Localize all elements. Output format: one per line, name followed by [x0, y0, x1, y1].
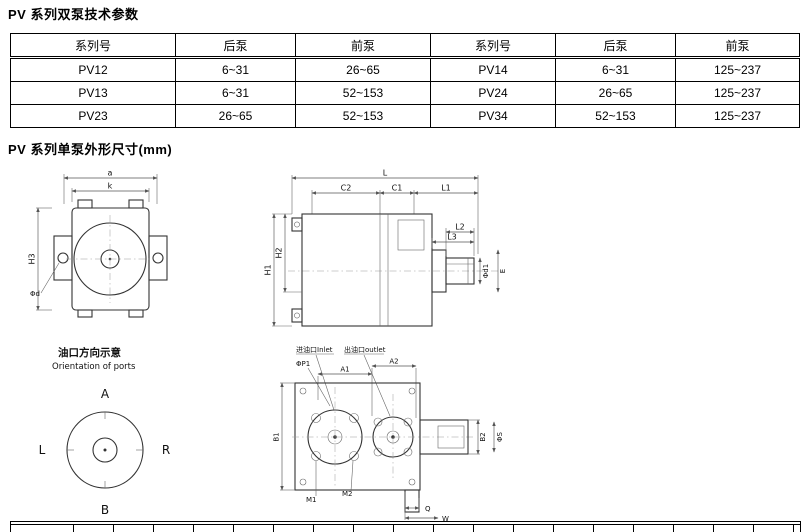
side-view-drawing: L C2 C1 L1 H1 H2 L2 L3 Φd1 E — [264, 169, 507, 327]
table-header-cell: 后泵 — [555, 33, 676, 59]
dim-label-m1: M1 — [306, 496, 317, 504]
table-cell: PV12 — [10, 57, 176, 82]
dim-label-c1: C1 — [392, 184, 403, 193]
table-cell: 52~153 — [555, 104, 676, 128]
table-cell: 6~31 — [175, 57, 296, 82]
dim-label-b2: B2 — [479, 432, 487, 441]
dim-label-q: Q — [425, 505, 431, 513]
port-orientation-drawing: 油口方向示意 Orientation of ports A B L R — [39, 346, 171, 517]
dim-label-a1: A1 — [340, 366, 349, 374]
dim-label-m2: M2 — [342, 490, 353, 498]
double-pump-table-head-row: 系列号后泵前泵系列号后泵前泵 — [10, 33, 800, 59]
dim-label-c2: C2 — [341, 184, 352, 193]
dim-label-L: L — [383, 169, 388, 178]
port-label-left: L — [39, 443, 46, 457]
table-cell: 52~153 — [295, 104, 431, 128]
section-title-single-pump: PV 系列单泵外形尺寸(mm) — [8, 142, 173, 157]
dim-label-e: E — [499, 269, 507, 273]
ports-title-cn: 油口方向示意 — [58, 346, 121, 359]
inlet-label: 进油口Inlet — [296, 345, 333, 354]
table-header-cell: 前泵 — [675, 33, 800, 59]
table-header-cell: 后泵 — [175, 33, 296, 59]
table-header-cell: 前泵 — [295, 33, 431, 59]
dim-label-a: a — [108, 169, 113, 178]
dim-label-b1: B1 — [273, 432, 281, 441]
table-cell: 26~65 — [295, 57, 431, 82]
shaft — [445, 257, 475, 285]
port-face-drawing: 进油口Inlet 出油口outlet ΦP1 A1 A2 B1 B2 ΦS M1 — [273, 345, 505, 523]
table-cell: 125~237 — [675, 104, 800, 128]
table-cell: PV34 — [430, 104, 556, 128]
dim-label-h2: H2 — [275, 247, 284, 258]
table-cell: 125~237 — [675, 81, 800, 105]
table-cell: 26~65 — [175, 104, 296, 128]
section-title-double-pump: PV 系列双泵技术参数 — [8, 7, 139, 22]
pump-front-bore — [73, 222, 147, 296]
ports-title-en: Orientation of ports — [52, 362, 136, 372]
pump-side-body — [301, 213, 433, 327]
port-label-top: A — [101, 387, 110, 401]
table-cell: PV14 — [430, 57, 556, 82]
partial-table-top — [10, 521, 801, 532]
dim-label-a2: A2 — [389, 358, 398, 366]
dim-label-l3: L3 — [447, 233, 457, 242]
table-header-cell: 系列号 — [430, 33, 556, 59]
port-face-body — [294, 382, 421, 491]
table-cell: PV24 — [430, 81, 556, 105]
table-cell: 52~153 — [295, 81, 431, 105]
port-label-right: R — [162, 443, 170, 457]
partial-table-rule — [11, 524, 800, 525]
dim-label-p1: ΦP1 — [296, 360, 310, 368]
table-cell: PV13 — [10, 81, 176, 105]
table-cell: PV23 — [10, 104, 176, 128]
table-cell: 26~65 — [555, 81, 676, 105]
dim-label-h3: H3 — [28, 253, 37, 264]
table-cell: 6~31 — [555, 57, 676, 82]
dim-label-l1: L1 — [441, 184, 451, 193]
dim-label-h1: H1 — [264, 264, 273, 275]
dim-label-s: ΦS — [496, 431, 504, 442]
dim-label-k: k — [108, 182, 113, 191]
dim-label-l2: L2 — [455, 223, 465, 232]
dim-label-w: W — [442, 515, 449, 523]
dim-label-d1: Φd1 — [482, 264, 490, 278]
partial-table-columns — [73, 525, 800, 532]
dim-label-d: Φd — [30, 290, 40, 298]
front-view-drawing: a k H3 Φd — [28, 169, 168, 318]
table-cell: 125~237 — [675, 57, 800, 82]
port-label-bottom: B — [101, 503, 109, 517]
table-header-cell: 系列号 — [10, 33, 176, 59]
outlet-label: 出油口outlet — [344, 345, 386, 354]
table-cell: 6~31 — [175, 81, 296, 105]
